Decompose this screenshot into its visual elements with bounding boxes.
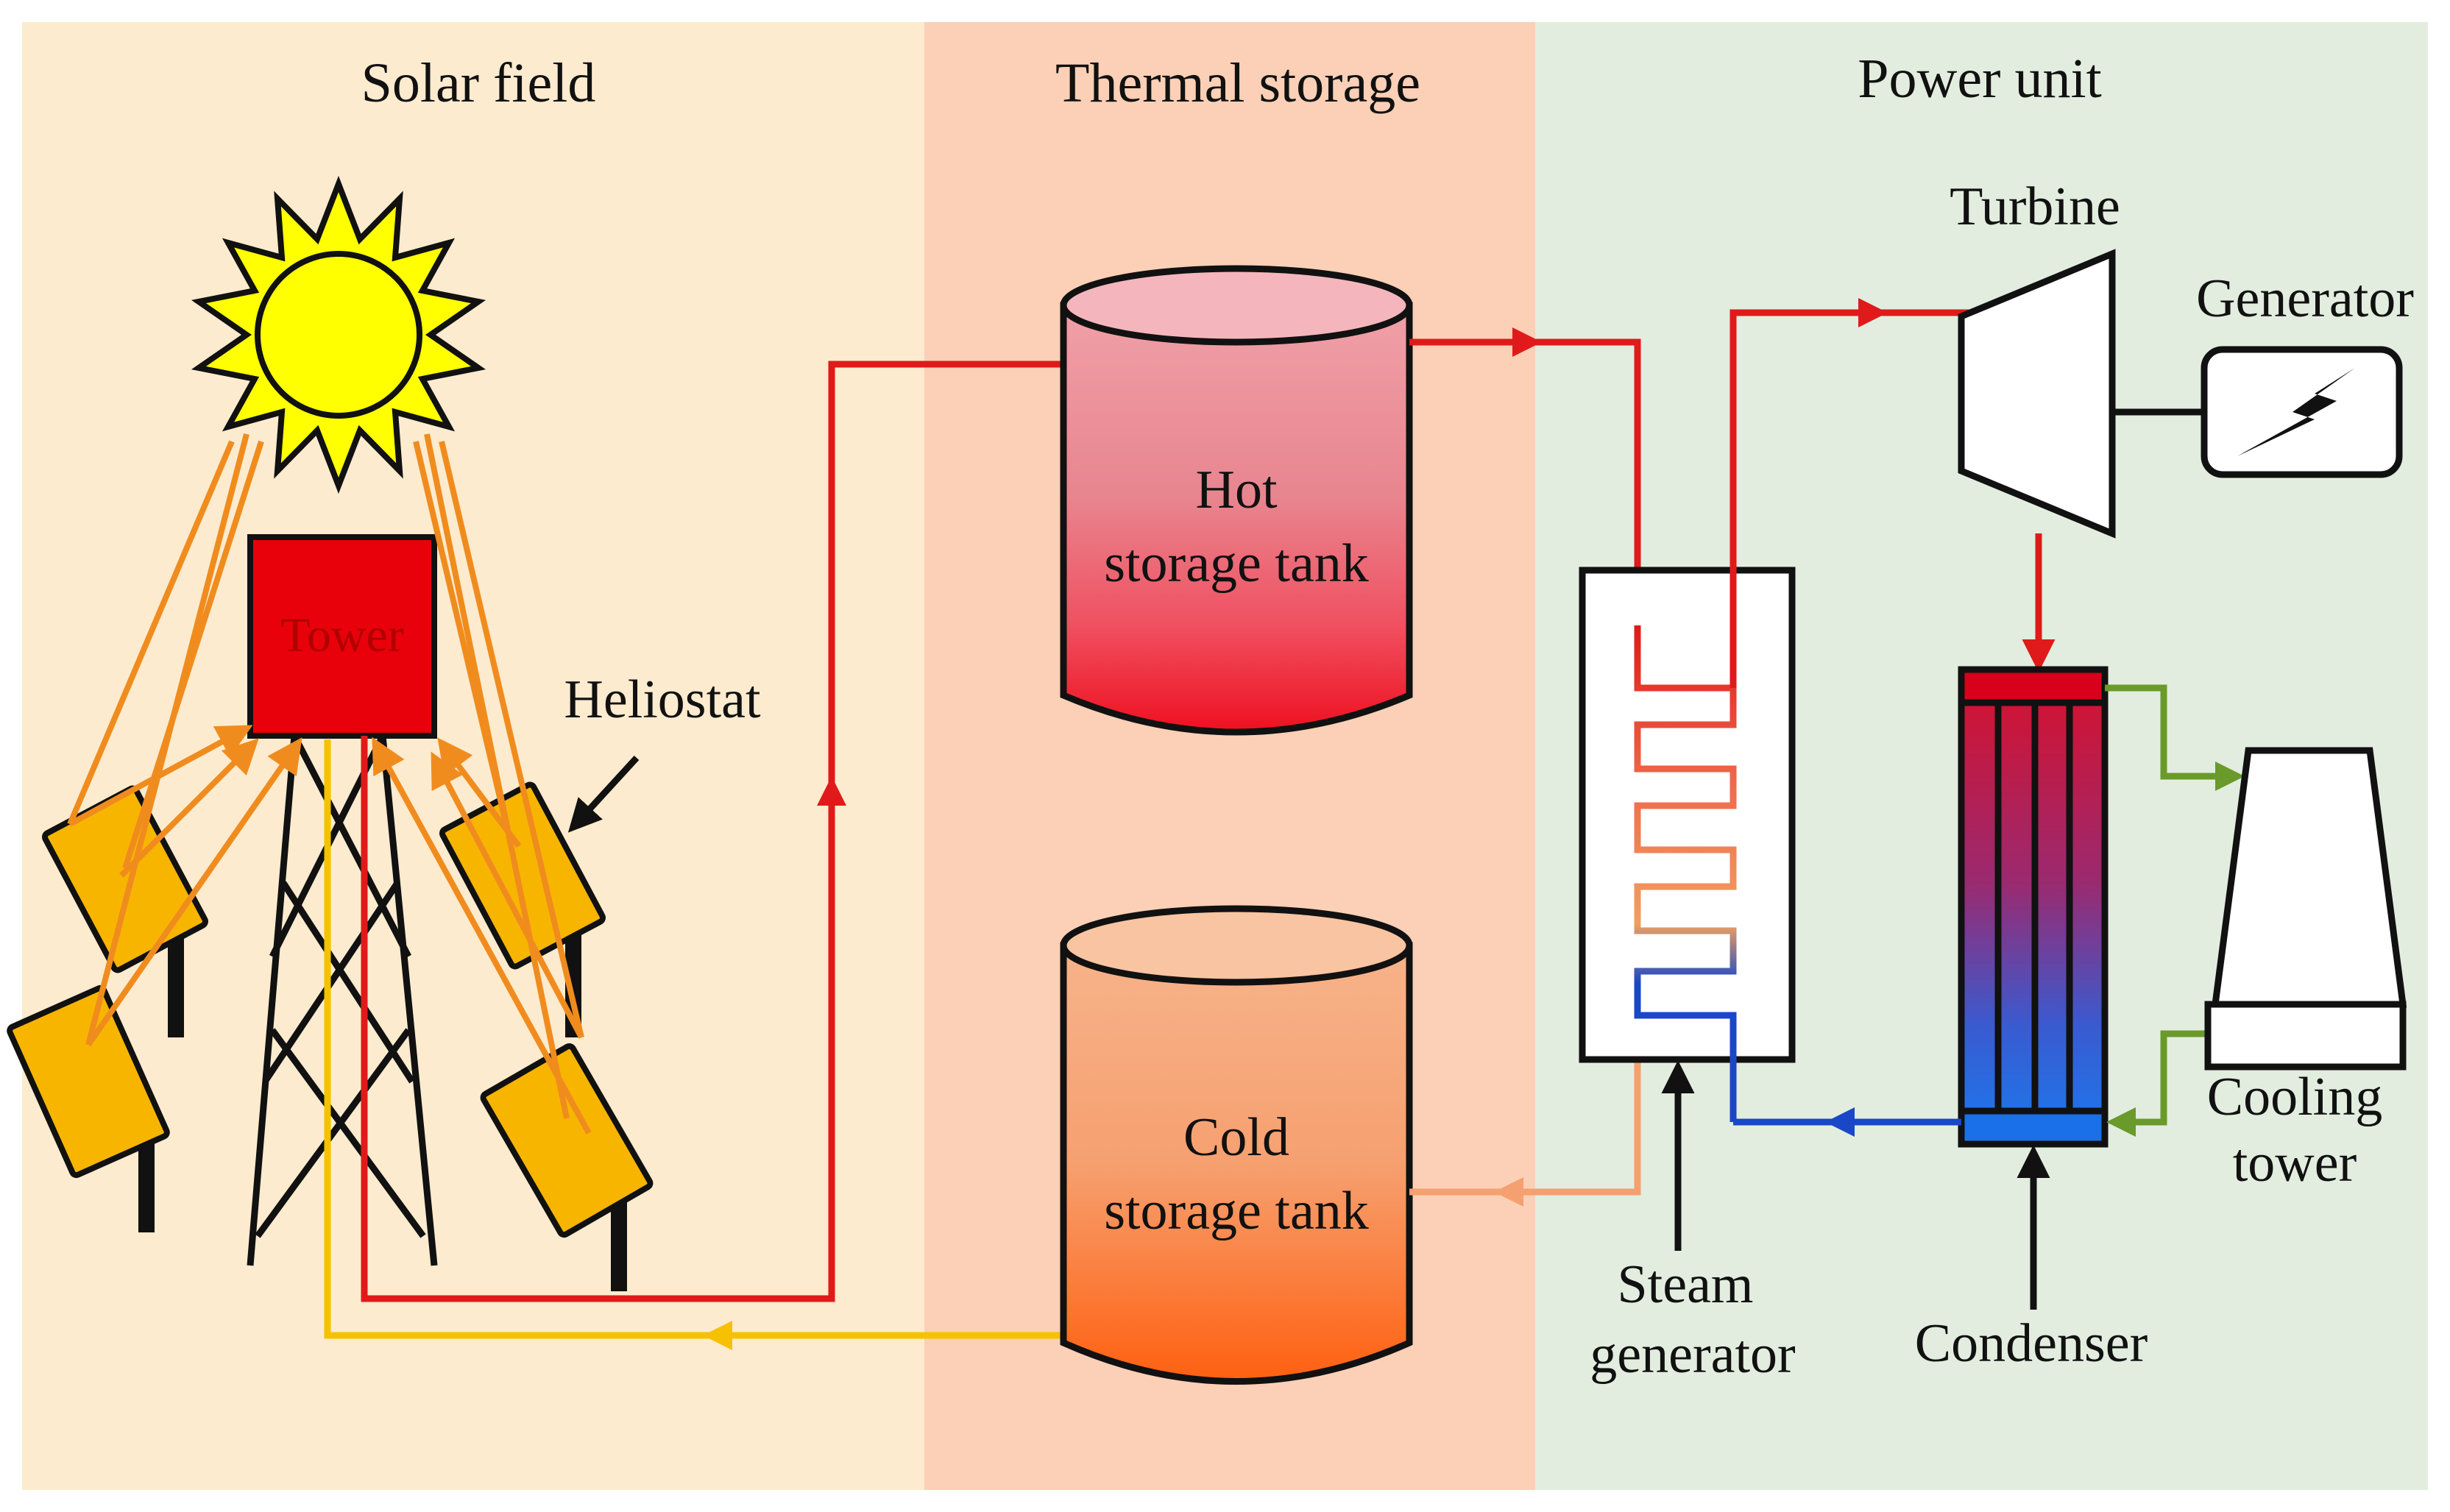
turbine-shape [1958, 249, 2116, 539]
solar-field-title: Solar field [361, 52, 596, 114]
steam-generator-box [1579, 567, 1796, 1063]
cold-salt-feed-pipe [324, 739, 1063, 1339]
hot-salt-to-steam-generator-pipe [1409, 338, 1641, 625]
heliostat-bottom-left [7, 984, 170, 1232]
power-unit-title: Power unit [1858, 48, 2101, 110]
cold-salt-return-pipe [1409, 1023, 1641, 1196]
tower-label: Tower [280, 608, 404, 662]
heliostat-bottom-right [480, 1043, 654, 1291]
cold-salt-arrow [1494, 1177, 1523, 1207]
hot-tank-label-line2: storage tank [1104, 533, 1369, 594]
thermal-storage-title: Thermal storage [1055, 52, 1420, 114]
feed-arrow [703, 1321, 732, 1350]
cooling-water-return-pipe [2120, 1030, 2215, 1126]
hot-storage-tank: Hot storage tank [1060, 265, 1413, 736]
solar-field-section [22, 22, 924, 1490]
tower-lattice [247, 734, 438, 1266]
reflected-sun-rays [68, 725, 592, 1135]
riser-arrow [817, 776, 846, 806]
steam-generator-label-line2: generator [1590, 1324, 1795, 1385]
turbine-label: Turbine [1950, 177, 2120, 237]
cold-tank-label-line1: Cold [1183, 1107, 1289, 1168]
cooling-tower-label-line2: tower [2233, 1133, 2357, 1193]
cooling-return-arrow [2106, 1107, 2136, 1137]
condenser-label: Condenser [1915, 1313, 2148, 1374]
generator-label: Generator [2196, 269, 2414, 329]
lightning-bolt-icon [2237, 368, 2355, 456]
sun-icon [191, 175, 486, 494]
heliostat-label: Heliostat [564, 670, 761, 730]
hot-salt-riser-pipe [361, 361, 1067, 1302]
feedwater-arrow [1825, 1107, 1855, 1137]
hot-salt-arrow [1512, 327, 1542, 357]
steam-generator-label-line1: Steam [1618, 1254, 1754, 1315]
hot-tank-label-line1: Hot [1196, 460, 1278, 520]
tower-receiver [247, 534, 437, 739]
steam-arrow [1858, 298, 1888, 327]
steam-generator-coil [1634, 625, 1737, 1122]
cooling-tower [2204, 747, 2407, 1071]
incoming-sun-rays [67, 433, 584, 1119]
heliostat-pointer-arrow [567, 755, 640, 833]
cold-storage-tank: Cold storage tank [1060, 905, 1413, 1385]
cold-tank-label-line2: storage tank [1104, 1181, 1369, 1241]
cooling-water-out-pipe [2105, 684, 2230, 780]
cooling-out-arrow [2215, 762, 2245, 791]
condenser [1958, 666, 2109, 1148]
cooling-tower-label-line1: Cooling [2207, 1067, 2382, 1127]
steam-to-turbine-pipe [1729, 309, 1972, 688]
